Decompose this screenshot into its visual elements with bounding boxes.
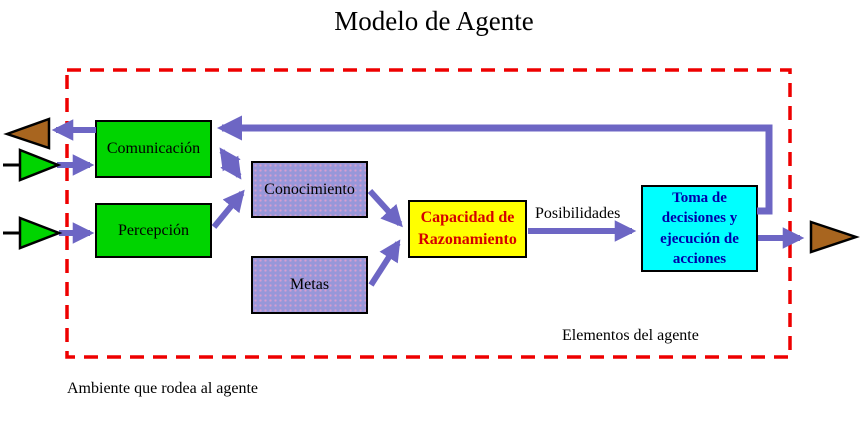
right-output-triangle-icon (809, 220, 860, 254)
box-comunicacion-label: Comunicación (106, 140, 201, 158)
upper-input-triangle-icon (18, 148, 62, 182)
box-percepcion: Percepción (95, 203, 212, 258)
arrow-percepcion-to-conocimiento (211, 189, 245, 229)
diagram-title: Modelo de Agente (334, 6, 534, 36)
box-toma-label: Toma de decisiones y ejecución de accion… (660, 190, 739, 267)
box-capacidad-label: Capacidad de Razonamiento (418, 209, 517, 248)
lower-input-triangle-icon (18, 216, 63, 250)
arrow-conocimiento-to-capacidad (367, 188, 403, 228)
arrow-metas-to-capacidad (368, 239, 401, 287)
arrow-comunicacion-conocimiento-bidirectional (219, 147, 242, 180)
box-capacidad-razonamiento: Capacidad de Razonamiento (408, 200, 527, 258)
box-toma-decisiones: Toma de decisiones y ejecución de accion… (641, 185, 758, 272)
box-conocimiento-label: Conocimiento (264, 180, 355, 198)
box-metas-label: Metas (289, 276, 330, 294)
left-output-triangle-icon (3, 117, 51, 150)
elementos-del-agente-label: Elementos del agente (562, 327, 699, 344)
posibilidades-label: Posibilidades (535, 205, 621, 222)
ambiente-label: Ambiente que rodea al agente (67, 380, 259, 397)
box-comunicacion: Comunicación (95, 120, 212, 178)
box-conocimiento: Conocimiento (251, 161, 368, 218)
box-metas: Metas (251, 256, 368, 314)
box-percepcion-label: Percepción (117, 221, 190, 239)
